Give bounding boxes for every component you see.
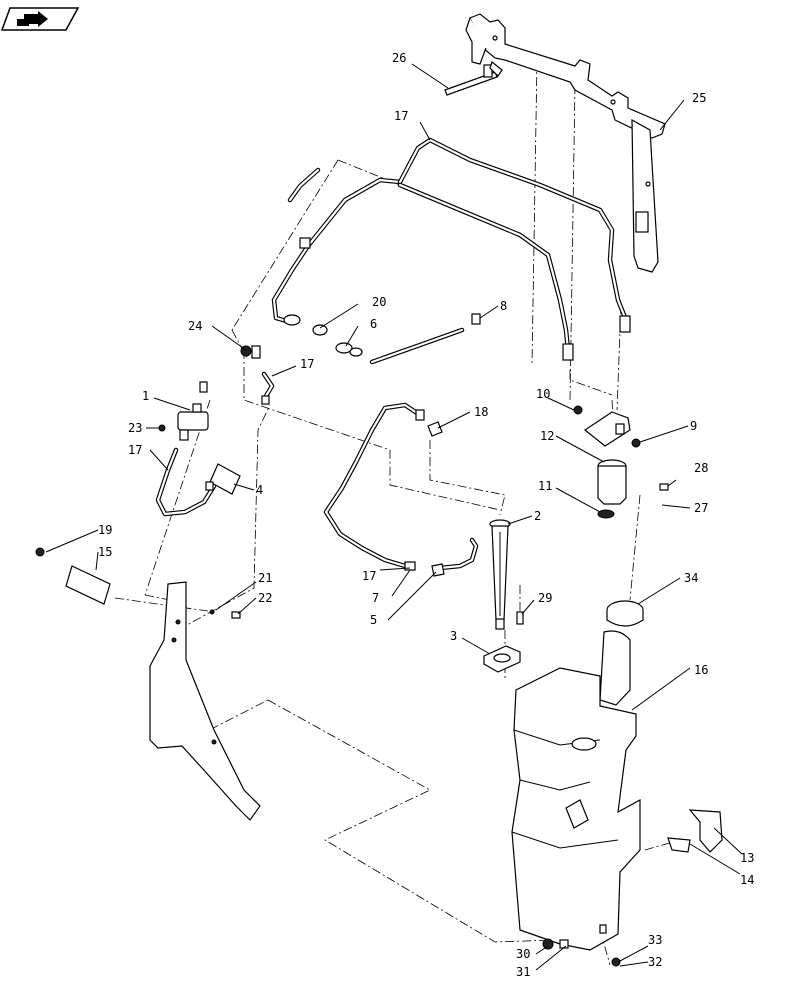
forward-page-icon[interactable] (0, 7, 80, 31)
bolt-26 (444, 60, 503, 96)
clips-18-5 (427, 421, 445, 577)
callout-17-middle[interactable]: 17 (362, 569, 376, 583)
callout-3[interactable]: 3 (450, 629, 457, 643)
drain-hardware (599, 924, 621, 967)
callout-19[interactable]: 19 (98, 523, 112, 537)
callout-20[interactable]: 20 (372, 295, 386, 309)
left-hose (155, 447, 241, 517)
nozzle-24 (240, 345, 275, 405)
callout-7[interactable]: 7 (372, 591, 379, 605)
fitting-29 (516, 611, 524, 625)
upper-hose (271, 137, 631, 365)
filter-12 (597, 459, 627, 519)
callout-17-left[interactable]: 17 (128, 443, 142, 457)
reservoir-cap (606, 600, 644, 627)
callout-2[interactable]: 2 (534, 509, 541, 523)
level-sensor-2 (489, 519, 511, 630)
cover-15 (35, 547, 111, 605)
callout-14[interactable]: 14 (740, 873, 754, 887)
callout-12[interactable]: 12 (540, 429, 554, 443)
callout-21[interactable]: 21 (258, 571, 272, 585)
callout-31[interactable]: 31 (516, 965, 530, 979)
callouts: 26 25 17 20 8 6 24 17 1 23 17 4 10 9 12 … (98, 51, 754, 979)
callout-11[interactable]: 11 (538, 479, 552, 493)
callout-17-upper[interactable]: 17 (394, 109, 408, 123)
callout-9[interactable]: 9 (690, 419, 697, 433)
reservoir-bracket (667, 809, 723, 853)
washer-pump (158, 381, 209, 441)
gasket-3 (483, 645, 521, 673)
callout-16[interactable]: 16 (694, 663, 708, 677)
callout-24[interactable]: 24 (188, 319, 202, 333)
crossbar-bracket (465, 13, 666, 273)
callout-34[interactable]: 34 (684, 571, 698, 585)
side-panel (149, 581, 261, 821)
callout-28[interactable]: 28 (694, 461, 708, 475)
callout-1[interactable]: 1 (142, 389, 149, 403)
washer-reservoir (511, 630, 641, 951)
fasteners-21-22 (209, 609, 241, 619)
callout-26[interactable]: 26 (392, 51, 406, 65)
callout-17-nozzle[interactable]: 17 (300, 357, 314, 371)
callout-25[interactable]: 25 (692, 91, 706, 105)
callout-5[interactable]: 5 (370, 613, 377, 627)
middle-hose (323, 402, 479, 571)
callout-23[interactable]: 23 (128, 421, 142, 435)
clip-28 (659, 483, 669, 491)
hose-clamps (283, 314, 363, 357)
callout-22[interactable]: 22 (258, 591, 272, 605)
callout-33[interactable]: 33 (648, 933, 662, 947)
callout-13[interactable]: 13 (740, 851, 754, 865)
filter-bracket (573, 405, 641, 448)
callout-8[interactable]: 8 (500, 299, 507, 313)
callout-32[interactable]: 32 (648, 955, 662, 969)
callout-30[interactable]: 30 (516, 947, 530, 961)
callout-15[interactable]: 15 (98, 545, 112, 559)
callout-10[interactable]: 10 (536, 387, 550, 401)
callout-4[interactable]: 4 (256, 483, 263, 497)
callout-6[interactable]: 6 (370, 317, 377, 331)
callout-18[interactable]: 18 (474, 405, 488, 419)
leader-lines (45, 63, 743, 971)
callout-27[interactable]: 27 (694, 501, 708, 515)
callout-29[interactable]: 29 (538, 591, 552, 605)
